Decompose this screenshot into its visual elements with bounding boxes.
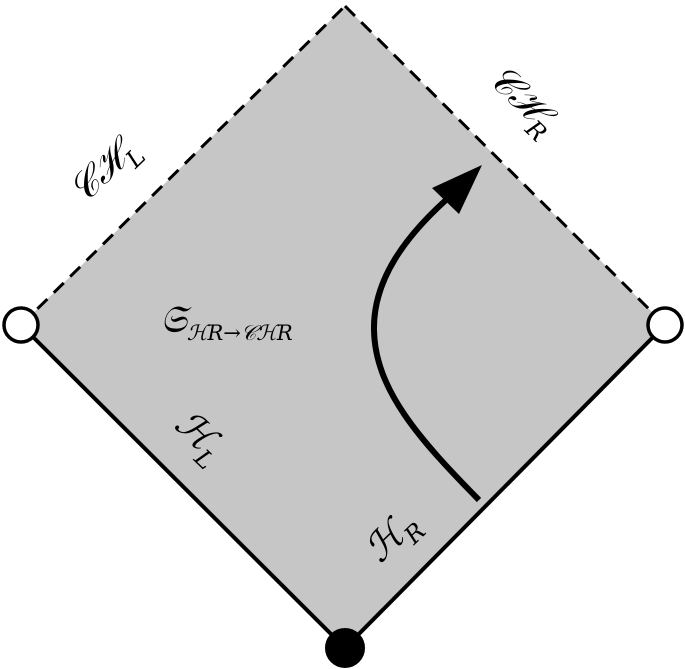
label-map: 𝔖ℋR→𝒞ℋR xyxy=(160,297,293,345)
label-ch-right: 𝒞ℋR xyxy=(475,55,568,147)
shaded-region xyxy=(21,6,665,648)
left-open-point xyxy=(2,306,40,344)
cauchy-horizon-right-edge xyxy=(343,4,667,327)
label-ch-left: 𝒞ℋL xyxy=(60,126,151,217)
label-map-main: 𝔖 xyxy=(160,297,192,341)
svg-text:𝔖ℋR→𝒞ℋR: 𝔖ℋR→𝒞ℋR xyxy=(160,297,293,345)
horizon-right-edge xyxy=(343,323,667,650)
label-map-sub: ℋR→𝒞ℋR xyxy=(187,321,293,345)
cauchy-horizon-left-edge xyxy=(19,4,347,327)
bottom-filled-point xyxy=(325,628,365,668)
trajectory-curve xyxy=(370,189,482,503)
trajectory-arrowhead xyxy=(432,165,482,214)
label-ch-left-main: 𝒞ℋ xyxy=(60,127,145,211)
horizon-left-edge xyxy=(19,323,347,650)
svg-text:𝒞ℋR: 𝒞ℋR xyxy=(475,55,568,147)
right-open-point xyxy=(646,306,684,344)
svg-text:𝒞ℋL: 𝒞ℋL xyxy=(60,126,151,217)
